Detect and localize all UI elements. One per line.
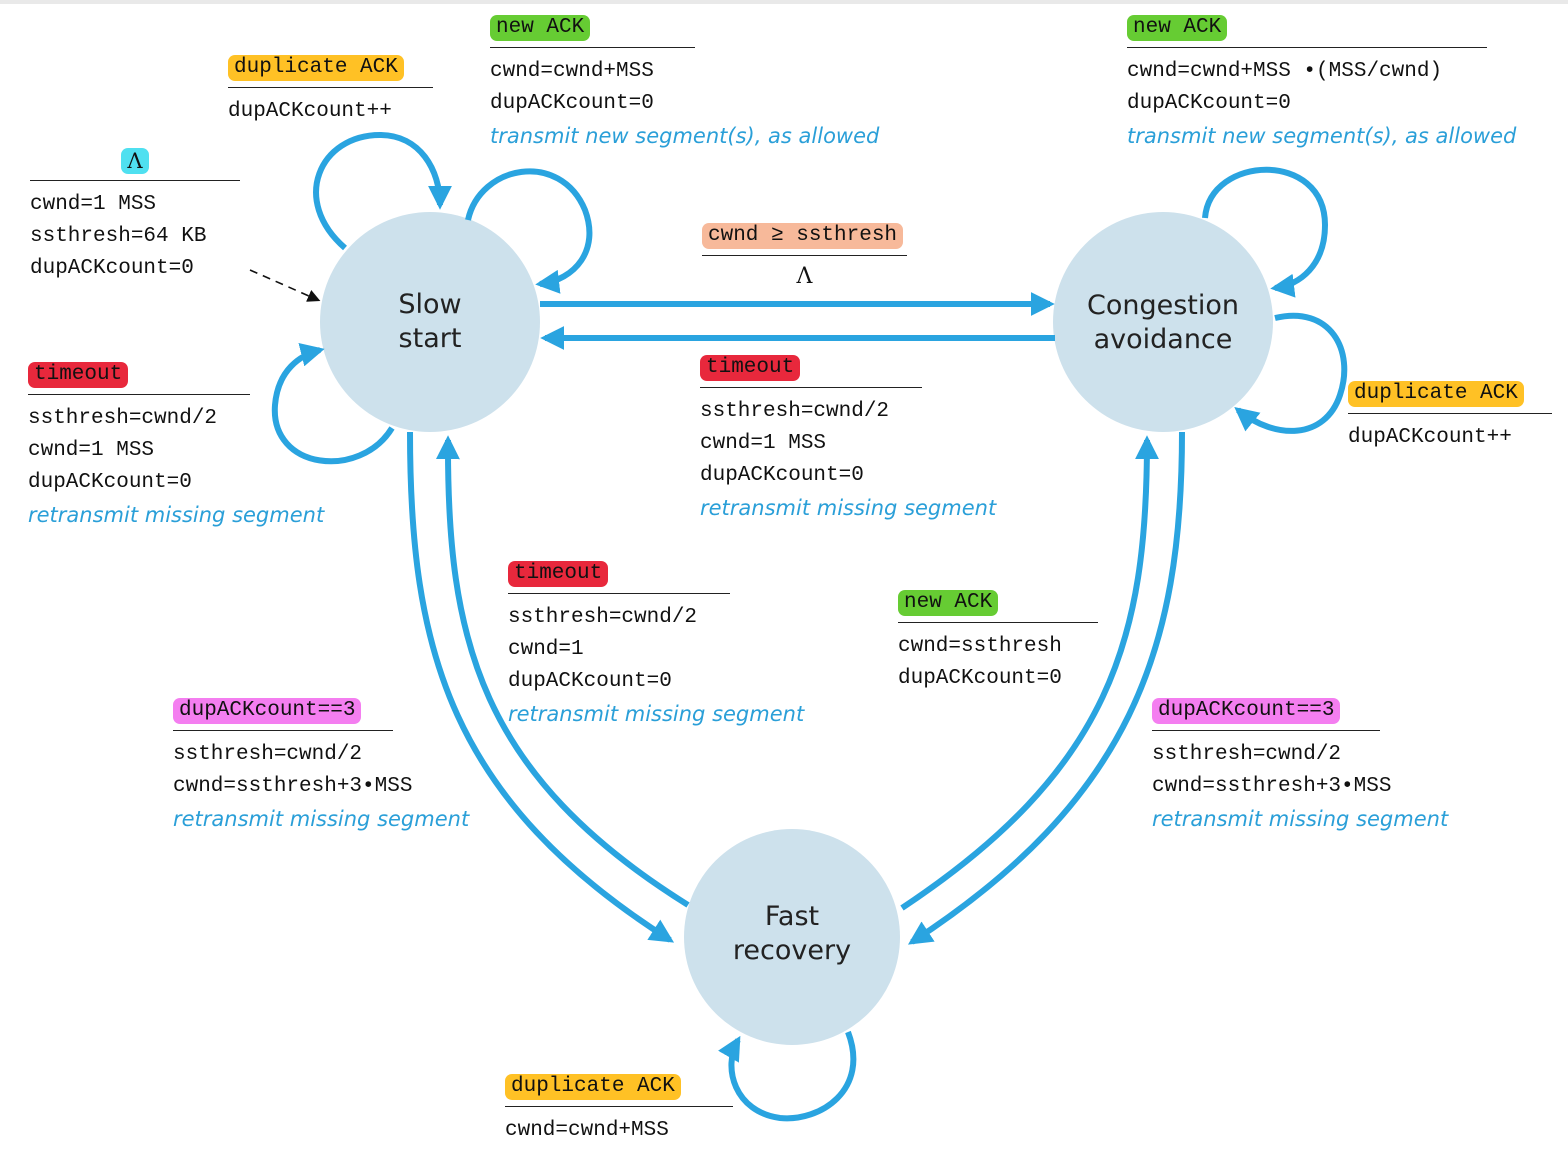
action: cwnd=cwnd+MSS — [490, 60, 654, 83]
ss-to-fr-arrow — [407, 431, 675, 943]
initial-arrow — [249, 269, 321, 302]
action: dupACKcount++ — [1348, 426, 1512, 449]
ss-timeout-loop — [271, 343, 395, 465]
duplicate-ack-trigger: duplicate ACK — [228, 55, 404, 81]
action: cwnd=1 MSS — [28, 439, 155, 462]
ss-to-ca-transition: cwnd ≥ ssthresh Λ — [702, 223, 907, 289]
action: ssthresh=cwnd/2 — [508, 606, 698, 629]
action-note: transmit new segment(s), as allowed — [1127, 124, 1517, 148]
duplicate-ack-trigger: duplicate ACK — [505, 1074, 681, 1100]
timeout-trigger: timeout — [508, 561, 609, 587]
ca-to-fr-transition: dupACKcount==3 ssthresh=cwnd/2 cwnd=ssth… — [1152, 698, 1449, 835]
action: ssthresh=cwnd/2 — [700, 400, 890, 423]
dupackcount-3-trigger: dupACKcount==3 — [1152, 698, 1341, 724]
fr-to-ca-arrow — [900, 435, 1159, 911]
action: cwnd=ssthresh — [898, 635, 1062, 658]
action: dupACKcount=0 — [490, 92, 654, 115]
action: cwnd=ssthresh+3•MSS — [1152, 775, 1392, 798]
ss-timeout-transition: timeout ssthresh=cwnd/2 cwnd=1 MSS dupAC… — [28, 362, 325, 531]
action: cwnd=1 — [508, 638, 584, 661]
action-note: transmit new segment(s), as allowed — [490, 124, 880, 148]
action: dupACKcount=0 — [700, 464, 864, 487]
action-note: retransmit missing segment — [700, 496, 997, 520]
action: ssthresh=cwnd/2 — [173, 743, 363, 766]
ss-new-ack-loop — [465, 168, 593, 294]
fr-duplicate-ack-loop — [718, 1030, 857, 1122]
ss-to-fr-transition: dupACKcount==3 ssthresh=cwnd/2 cwnd=ssth… — [173, 698, 470, 835]
new-ack-trigger: new ACK — [1127, 15, 1228, 41]
ss-dup-transition: duplicate ACK dupACKcount++ — [228, 55, 433, 128]
ca-new-ack-loop — [1202, 166, 1329, 298]
ca-dup-transition: duplicate ACK dupACKcount++ — [1348, 381, 1552, 454]
ca-duplicate-ack-loop — [1234, 312, 1348, 434]
action-note: retransmit missing segment — [508, 702, 805, 726]
action: dupACKcount++ — [228, 100, 392, 123]
new-ack-trigger: new ACK — [490, 15, 591, 41]
action: ssthresh=64 KB — [30, 225, 207, 248]
action-note: retransmit missing segment — [1152, 807, 1449, 831]
ca-to-ss-transition: timeout ssthresh=cwnd/2 cwnd=1 MSS dupAC… — [700, 355, 997, 524]
fr-to-ca-transition: new ACK cwnd=ssthresh dupACKcount=0 — [898, 590, 1098, 695]
fr-dup-transition: duplicate ACK cwnd=cwnd+MSS — [505, 1074, 733, 1147]
ss-duplicate-ack-loop — [313, 131, 452, 251]
action: cwnd=1 MSS — [30, 193, 157, 216]
action: dupACKcount=0 — [508, 670, 672, 693]
duplicate-ack-trigger: duplicate ACK — [1348, 381, 1524, 407]
cwnd-ge-ssthresh-trigger: cwnd ≥ ssthresh — [702, 223, 904, 249]
action: dupACKcount=0 — [28, 471, 192, 494]
action: dupACKcount=0 — [898, 667, 1062, 690]
action: ssthresh=cwnd/2 — [28, 407, 218, 430]
lambda-action: Λ — [796, 264, 813, 289]
action: dupACKcount=0 — [1127, 92, 1291, 115]
action: dupACKcount=0 — [30, 257, 194, 280]
action: ssthresh=cwnd/2 — [1152, 743, 1342, 766]
fast-recovery-state — [684, 829, 900, 1045]
timeout-trigger: timeout — [28, 362, 129, 388]
ss-new-transition: new ACK cwnd=cwnd+MSS dupACKcount=0 tran… — [490, 15, 880, 152]
new-ack-trigger: new ACK — [898, 590, 999, 616]
ca-new-transition: new ACK cwnd=cwnd+MSS •(MSS/cwnd) dupACK… — [1127, 15, 1517, 152]
fr-to-ss-transition: timeout ssthresh=cwnd/2 cwnd=1 dupACKcou… — [508, 561, 805, 730]
init-trigger: Λ — [121, 148, 149, 174]
action: cwnd=cwnd+MSS •(MSS/cwnd) — [1127, 60, 1443, 83]
action: cwnd=ssthresh+3•MSS — [173, 775, 413, 798]
slow-start-state — [320, 212, 540, 432]
action: cwnd=1 MSS — [700, 432, 827, 455]
timeout-trigger: timeout — [700, 355, 801, 381]
dupackcount-3-trigger: dupACKcount==3 — [173, 698, 362, 724]
ca-to-fr-arrow — [907, 431, 1185, 945]
top-border — [0, 0, 1568, 4]
fr-to-ss-arrow — [435, 435, 690, 908]
action-note: retransmit missing segment — [28, 503, 325, 527]
action-note: retransmit missing segment — [173, 807, 470, 831]
init-transition: Λ cwnd=1 MSS ssthresh=64 KB dupACKcount=… — [30, 148, 240, 285]
action: cwnd=cwnd+MSS — [505, 1119, 669, 1142]
congestion-avoidance-state — [1053, 212, 1273, 432]
